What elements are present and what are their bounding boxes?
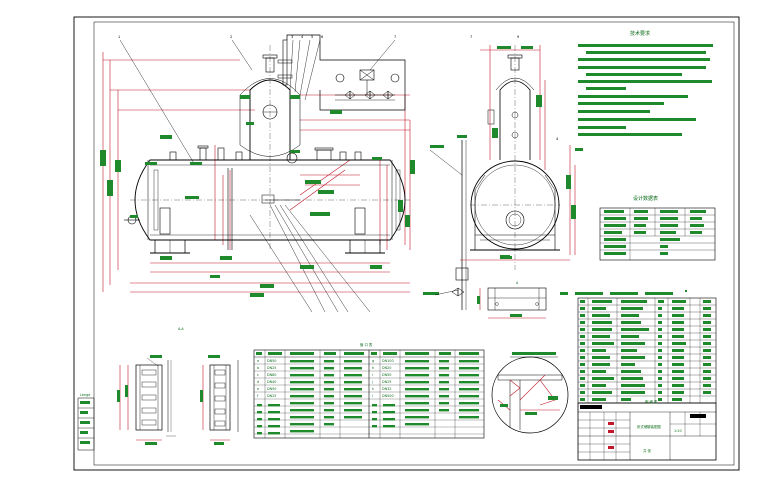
- nozzle-dn: DN25: [382, 380, 391, 384]
- nozzle-row: d DN40: [257, 380, 276, 384]
- front-view-dim-tags: [100, 110, 415, 297]
- nozzle-dn: DN50: [382, 373, 391, 377]
- nozzle-dn: DN20: [382, 366, 391, 370]
- shell-top-nozzles: [169, 145, 362, 164]
- nozzle-code: a: [257, 359, 259, 363]
- nozzle-row: k DN32: [372, 387, 391, 391]
- front-view-leaders: 1 2 3 4 5 6 7: [118, 35, 396, 313]
- svg-text:6: 6: [321, 35, 324, 39]
- title-block-scale: 1:20: [674, 429, 682, 433]
- nozzle-dn: DN50: [267, 387, 276, 391]
- horizontal-vessel-body: [130, 45, 410, 250]
- nozzle-dn: DN25: [267, 394, 276, 398]
- svg-text:7: 7: [394, 35, 396, 39]
- nozzle-row: f DN25: [257, 394, 276, 398]
- nozzle-code: k: [372, 387, 374, 391]
- nozzle-row: a DN50: [257, 359, 276, 363]
- title-block: 卧式储罐装配图 1:20 共 张 明 细 表: [577, 399, 717, 461]
- design-data-title: 设计数据表: [633, 195, 658, 202]
- nozzle-row: l DN500: [372, 394, 394, 398]
- nozzle-row: j DN25: [371, 380, 391, 384]
- nozzle-dn: DN500: [382, 394, 394, 398]
- svg-text:9: 9: [517, 35, 520, 39]
- control-valve-loop: [286, 34, 406, 111]
- notes-title: 技术要求: [630, 30, 650, 37]
- svg-text:1: 1: [118, 35, 120, 39]
- nozzle-dn: DN100: [382, 359, 394, 363]
- nozzle-row: b DN25: [257, 366, 276, 370]
- section-label-aa: A-A: [178, 327, 184, 331]
- nozzle-code: j: [371, 380, 373, 384]
- title-block-sheet: 共 张: [643, 448, 651, 453]
- nozzle-dn: DN32: [382, 387, 391, 391]
- nozzle-code: h: [372, 366, 374, 370]
- nozzle-dn: DN50: [267, 359, 276, 363]
- view-a-saddle-plan: A: [477, 281, 547, 319]
- nozzle-code: g: [372, 359, 374, 363]
- svg-text:7: 7: [470, 35, 472, 39]
- nozzle-row: c DN80: [257, 373, 276, 377]
- side-view: 7 9 4: [423, 35, 583, 310]
- svg-text:3: 3: [291, 35, 293, 39]
- nozzle-row: i DN50: [372, 373, 391, 377]
- sheet-label-left: Lenge: [80, 393, 90, 397]
- nozzle-code: e: [257, 387, 259, 391]
- nozzle-row: g DN100: [372, 359, 394, 363]
- section-aa-detail: A-A: [117, 327, 184, 445]
- svg-text:4: 4: [556, 137, 559, 141]
- design-data-table: 设计数据表: [599, 195, 716, 261]
- technical-notes: 技术要求: [578, 30, 713, 136]
- nozzle-dn: DN25: [267, 366, 276, 370]
- section-label-view: A: [516, 281, 519, 285]
- left-revision-strip: Lenge: [77, 393, 95, 451]
- nozzle-code: l: [372, 394, 373, 398]
- nozzle-dn: DN40: [267, 380, 276, 384]
- front-view-dimensions: [102, 52, 411, 293]
- bom-title: 明 细 表: [645, 399, 658, 404]
- svg-text:2: 2: [230, 35, 232, 39]
- weld-detail: [491, 352, 569, 434]
- nozzle-table: 管 口 表 a DN50: [253, 342, 485, 439]
- svg-text:4: 4: [301, 35, 304, 39]
- nozzle-row: e DN50: [257, 387, 276, 391]
- nozzle-code: f: [257, 394, 259, 398]
- nozzle-row: h DN20: [372, 366, 391, 370]
- saddle-supports: [150, 207, 385, 254]
- sheet-border: [73, 16, 740, 471]
- title-block-name: 卧式储罐装配图: [637, 424, 661, 429]
- nozzle-code: d: [257, 380, 259, 384]
- main-front-view: 1 2 3 4 5 6 7: [100, 34, 415, 313]
- svg-text:5: 5: [311, 35, 313, 39]
- bill-of-materials: [560, 290, 717, 404]
- section-bb-detail: [200, 355, 239, 445]
- parts-table-title: 管 口 表: [360, 342, 373, 347]
- nozzle-dn: DN80: [267, 373, 276, 377]
- nozzle-rows: a DN50 b DN25 c DN80 d DN40 e DN50 f DN2…: [254, 359, 484, 435]
- nozzle-code: b: [257, 366, 259, 370]
- nozzle-code: i: [372, 373, 373, 377]
- nozzle-code: c: [257, 373, 259, 377]
